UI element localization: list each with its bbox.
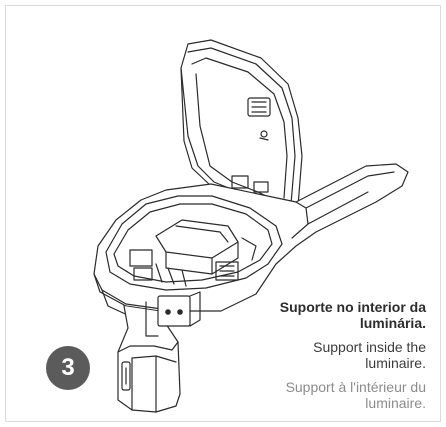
caption-english: Support inside the luminaire. [126, 339, 426, 371]
instruction-panel: 3 Suporte no interior da luminária. Supp… [5, 5, 441, 422]
caption-fr-line-1: Support à l'intérieur du [285, 379, 426, 395]
open-cover [180, 39, 303, 227]
caption-french: Support à l'intérieur du luminaire. [126, 379, 426, 411]
mounting-spigot [117, 291, 201, 413]
step-number-badge: 3 [46, 346, 90, 390]
caption-en-line-2: luminaire. [365, 355, 426, 371]
caption-pt-line-1: Suporte no interior da [279, 299, 426, 315]
caption-pt-line-2: luminária. [359, 315, 426, 331]
caption-en-line-1: Support inside the [313, 339, 426, 355]
caption-portuguese: Suporte no interior da luminária. [126, 299, 426, 331]
caption-fr-line-2: luminaire. [365, 395, 426, 411]
caption-block: Suporte no interior da luminária. Suppor… [126, 299, 426, 411]
luminaire-drawing [93, 39, 409, 413]
